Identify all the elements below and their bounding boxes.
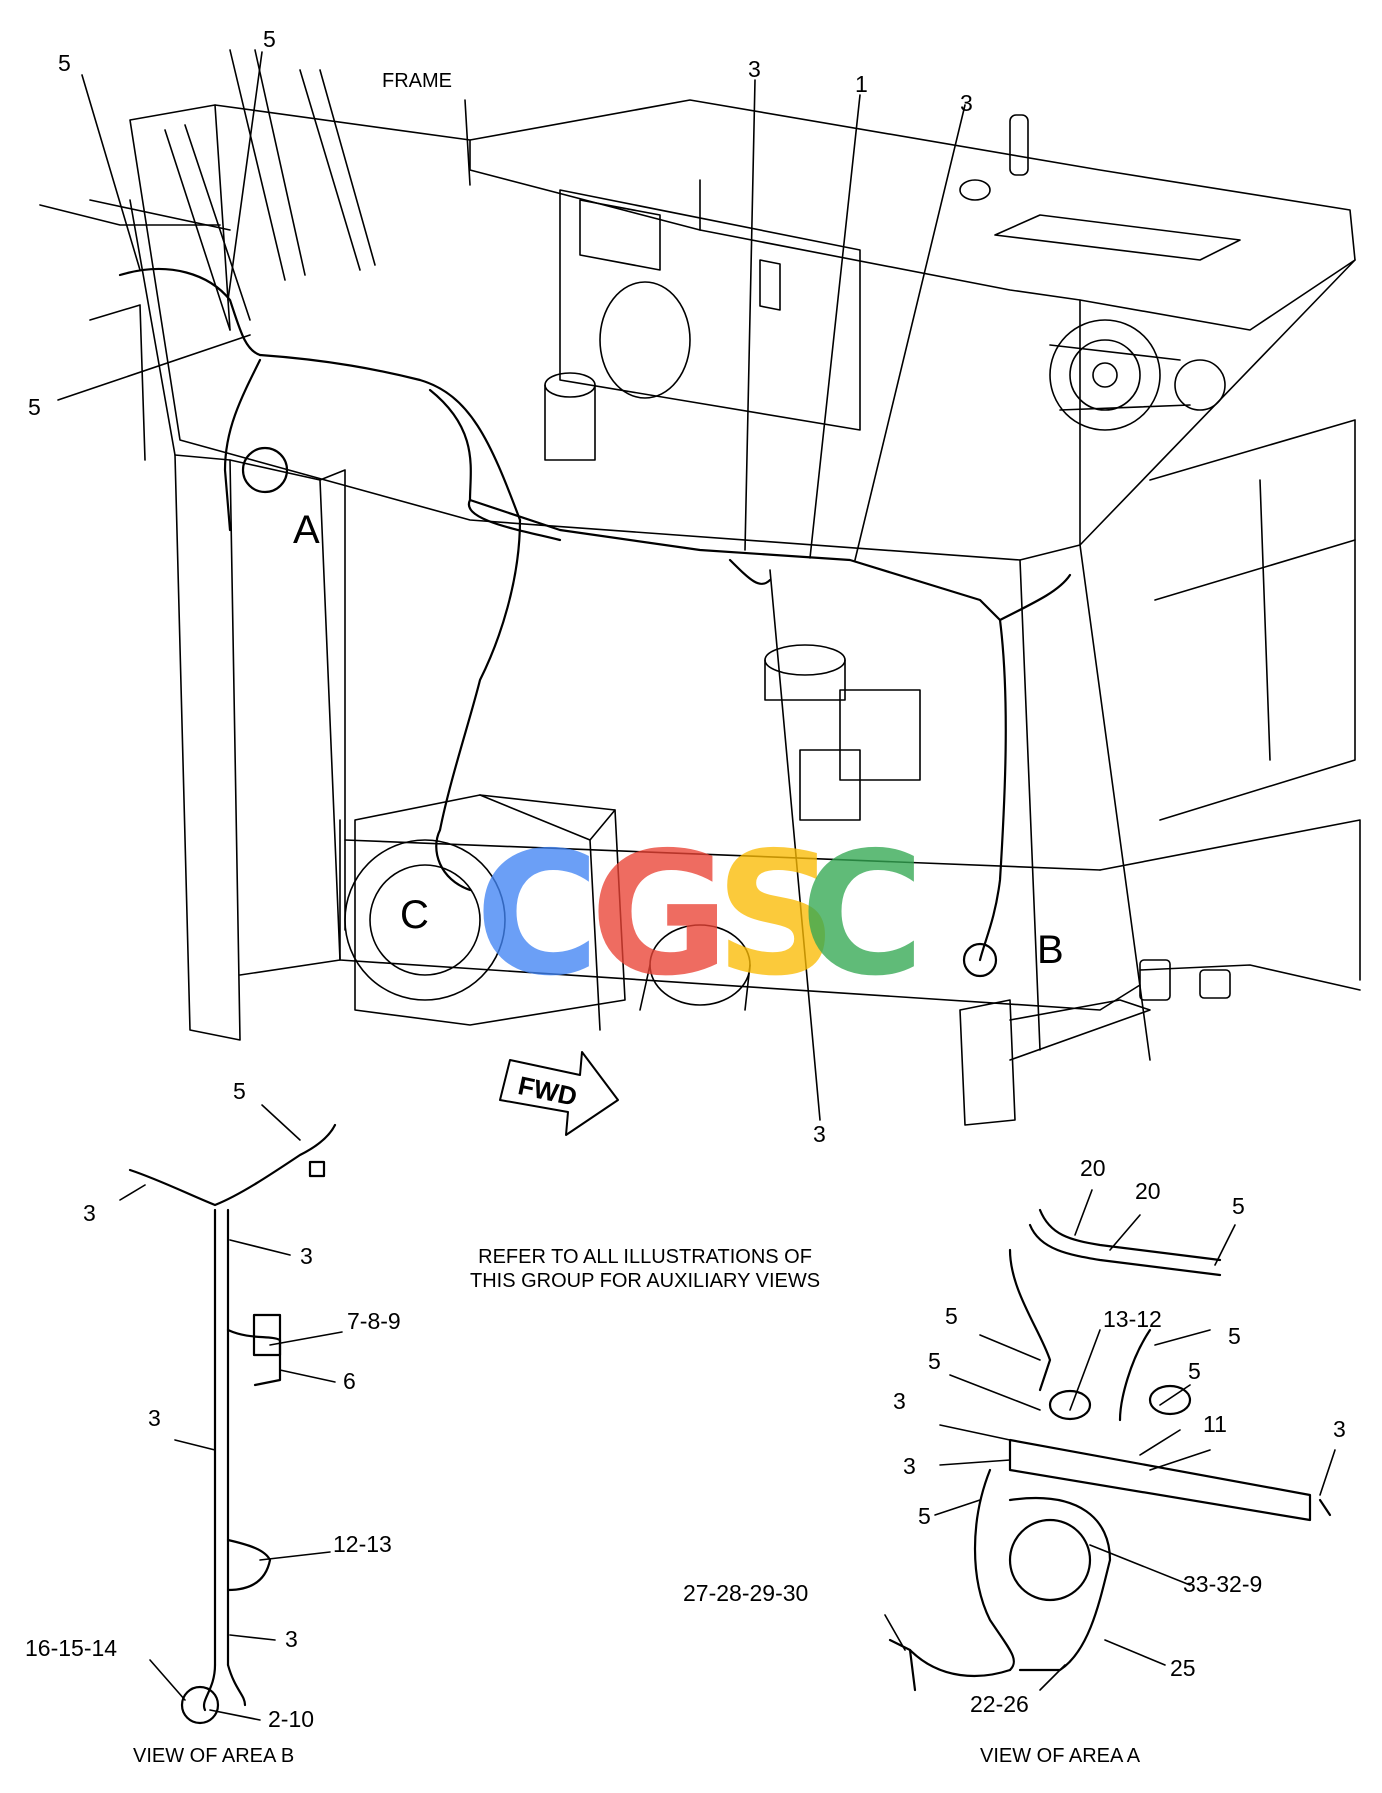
view-b-callout-16-15-14: 16-15-14 bbox=[25, 1635, 118, 1661]
view-b-title: VIEW OF AREA B bbox=[133, 1745, 295, 1767]
view-b-callout-3d: 3 bbox=[285, 1626, 298, 1652]
fwd-arrow bbox=[499, 1051, 619, 1136]
watermark-letter-c2: C bbox=[800, 816, 925, 1014]
view-b-callout-12-13: 12-13 bbox=[333, 1531, 392, 1557]
frame-structure bbox=[39, 49, 1361, 1126]
view-b-callout-2-10: 2-10 bbox=[268, 1706, 315, 1732]
view-a-callout-20a: 20 bbox=[1080, 1155, 1106, 1181]
callout-5-top: 5 bbox=[263, 26, 276, 52]
callout-1-top: 1 bbox=[855, 71, 868, 97]
callout-leaders-upper bbox=[57, 51, 966, 1121]
view-a-callout-3c: 3 bbox=[903, 1453, 916, 1479]
view-a-callout-13-12: 13-12 bbox=[1103, 1306, 1162, 1332]
view-a-callout-3b: 3 bbox=[1333, 1416, 1346, 1442]
view-a-callout-5a: 5 bbox=[1232, 1193, 1245, 1219]
view-a-callout-5d: 5 bbox=[928, 1348, 941, 1374]
view-b-callout-3b: 3 bbox=[300, 1243, 313, 1269]
view-a-callout-5b: 5 bbox=[945, 1303, 958, 1329]
view-b-callout-3c: 3 bbox=[148, 1405, 161, 1431]
callout-3-bottom: 3 bbox=[813, 1121, 826, 1147]
callout-leaders-view-b bbox=[119, 1104, 343, 1721]
callout-3-top-b: 3 bbox=[960, 90, 973, 116]
frame-label: FRAME bbox=[382, 70, 452, 92]
area-c-marker: C bbox=[400, 893, 429, 937]
view-a-callout-5f: 5 bbox=[918, 1503, 931, 1529]
view-a-callout-25: 25 bbox=[1170, 1655, 1196, 1681]
view-a-callout-3a: 3 bbox=[893, 1388, 906, 1414]
watermark-letter-c1: C bbox=[475, 816, 600, 1014]
auxiliary-views-note: REFER TO ALL ILLUSTRATIONS OF THIS GROUP… bbox=[470, 1246, 821, 1292]
view-a-callout-27-28-29-30: 27-28-29-30 bbox=[683, 1580, 809, 1606]
view-b-harness bbox=[128, 1123, 337, 1725]
callout-3-top-a: 3 bbox=[748, 56, 761, 82]
callout-5-top-left: 5 bbox=[58, 50, 71, 76]
wire-harness-main bbox=[118, 267, 1072, 978]
view-b-callout-7-8-9: 7-8-9 bbox=[347, 1308, 401, 1334]
callout-leaders-view-a bbox=[884, 1189, 1336, 1691]
watermark-letter-g: G bbox=[590, 816, 730, 1014]
view-b-callout-3a: 3 bbox=[83, 1200, 96, 1226]
callout-5-left: 5 bbox=[28, 394, 41, 420]
area-b-marker: B bbox=[1037, 928, 1064, 972]
view-b-callout-5: 5 bbox=[233, 1078, 246, 1104]
view-a-callout-5c: 5 bbox=[1228, 1323, 1241, 1349]
view-a-callout-33-32-9: 33-32-9 bbox=[1183, 1571, 1263, 1597]
view-a-callout-11: 11 bbox=[1203, 1411, 1227, 1437]
area-a-marker: A bbox=[293, 508, 320, 552]
view-a-callout-20b: 20 bbox=[1135, 1178, 1161, 1204]
view-a-title: VIEW OF AREA A bbox=[980, 1745, 1141, 1767]
watermark-letter-s: S bbox=[715, 816, 838, 1014]
view-b-callout-6: 6 bbox=[343, 1368, 356, 1394]
view-a-callout-22-26: 22-26 bbox=[970, 1691, 1029, 1717]
view-a-harness bbox=[888, 1208, 1332, 1692]
view-a-callout-5e: 5 bbox=[1188, 1358, 1201, 1384]
